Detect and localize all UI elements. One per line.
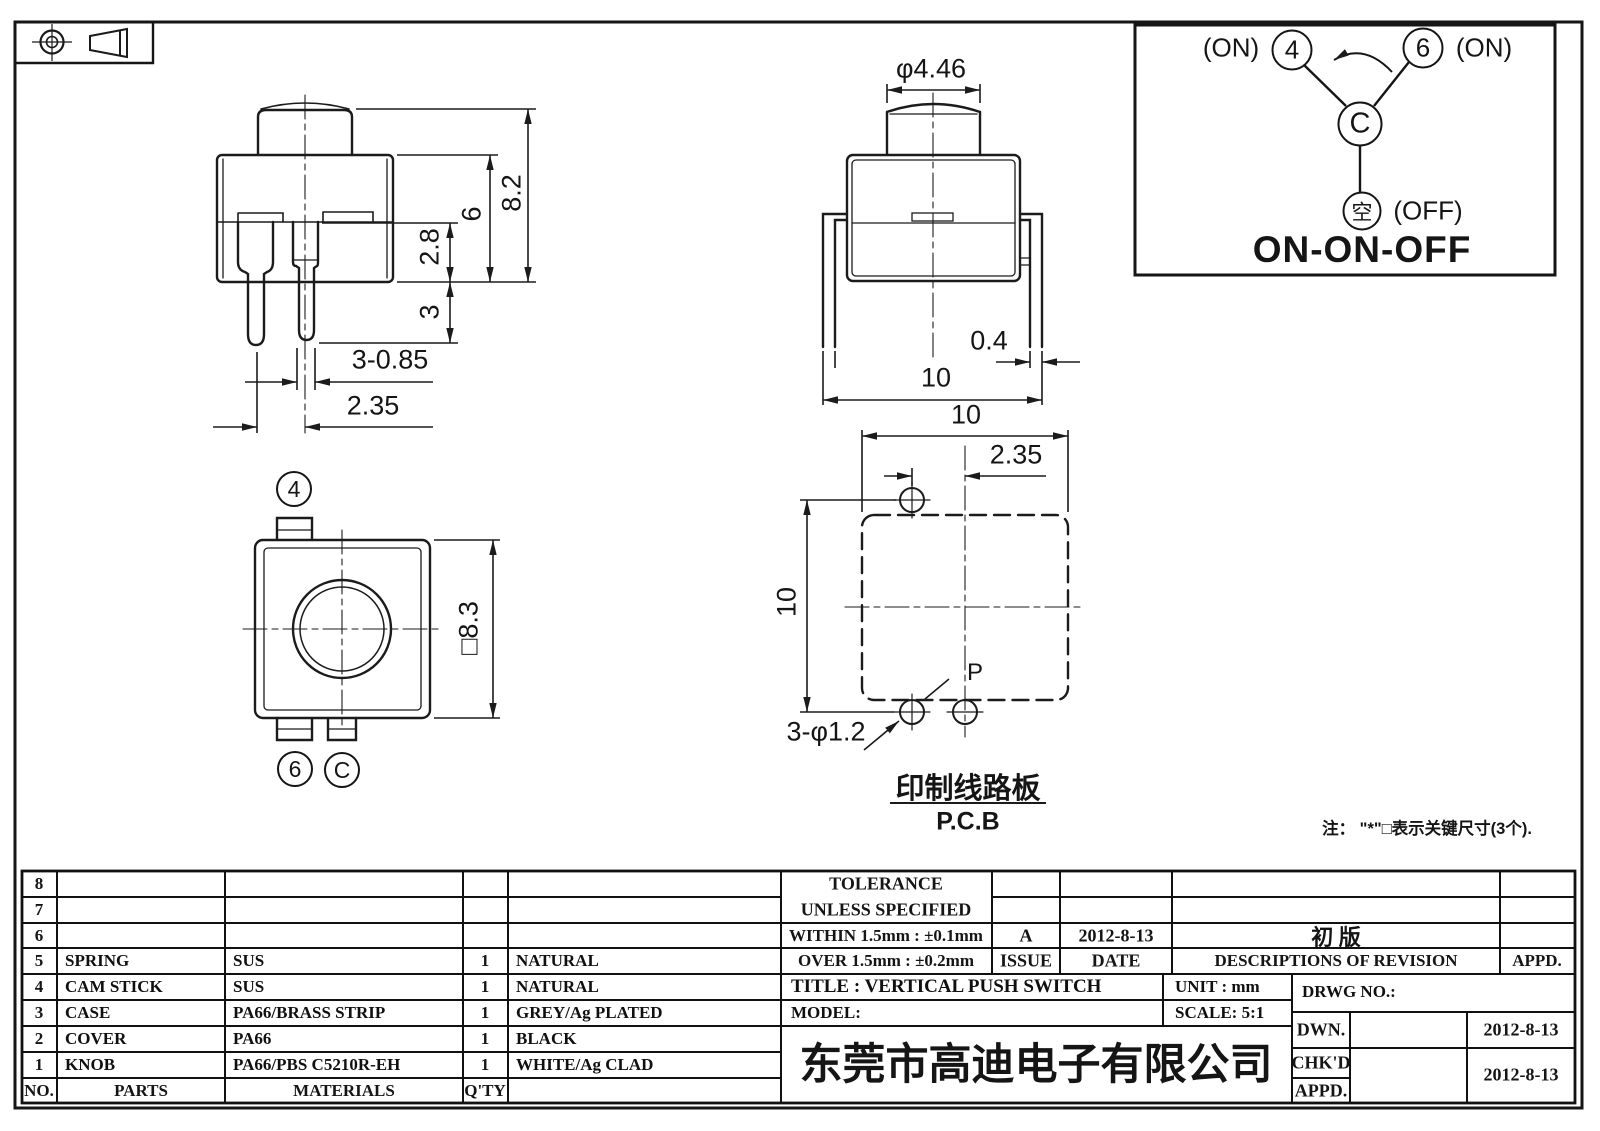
- revision-label: DESCRIPTIONS OF REVISION: [1214, 951, 1458, 970]
- side-view-dimensions: [822, 84, 1080, 405]
- parts-row-no: 7: [34, 900, 44, 919]
- parts-header-no: NO.: [24, 1081, 54, 1100]
- terminal-4-badge: 4: [276, 471, 312, 507]
- table-grid: [20, 869, 1577, 1105]
- parts-row-finish: WHITE/Ag CLAD: [516, 1055, 654, 1074]
- drwg-no-label: DRWG NO.:: [1302, 982, 1396, 1001]
- parts-row-name: CAM STICK: [65, 977, 163, 996]
- parts-row-no: 1: [34, 1055, 44, 1074]
- circuit-off-badge: 空: [1342, 191, 1382, 231]
- chkd-label: CHK'D: [1291, 1052, 1351, 1073]
- dim-pin-pitch: 2.35: [346, 390, 400, 421]
- dwn-date: 2012-8-13: [1483, 1019, 1559, 1040]
- dim-body-square: □8.3: [453, 601, 484, 655]
- pcb-view-dimensions: [800, 430, 1069, 804]
- parts-row-material: SUS: [233, 977, 265, 996]
- dim-body-height: 6: [456, 206, 487, 222]
- top-view-dimensions: [434, 539, 500, 719]
- dim-pin-length: 3: [414, 304, 445, 320]
- circuit-left-state: (ON): [1202, 32, 1260, 63]
- tolerance-over: OVER 1.5mm : ±0.2mm: [797, 951, 975, 970]
- dim-leg-thickness: 0.4: [970, 325, 1008, 356]
- front-view-linework: [215, 94, 395, 434]
- issue-label: ISSUE: [999, 950, 1053, 971]
- dim-side-width: 10: [920, 362, 952, 393]
- parts-row-finish: NATURAL: [516, 951, 599, 970]
- parts-row-material: PA66/PBS C5210R-EH: [233, 1055, 401, 1074]
- tolerance-subtitle: UNLESS SPECIFIED: [800, 899, 972, 920]
- pcb-p-label: P: [966, 659, 984, 686]
- dim-pcb-height: 10: [771, 586, 802, 618]
- parts-row-qty: 1: [480, 977, 490, 996]
- parts-row-no: 3: [34, 1003, 44, 1022]
- parts-row-no: 2: [34, 1029, 44, 1048]
- pcb-view-linework: [844, 445, 1083, 738]
- parts-row-qty: 1: [480, 1055, 490, 1074]
- dim-total-height: 8.2: [496, 174, 527, 212]
- dim-pcb-width: 10: [950, 399, 982, 430]
- circuit-caption: ON-ON-OFF: [1252, 229, 1472, 270]
- key-dimension-note: 注： "*"□表示关键尺寸(3个).: [1322, 820, 1532, 838]
- parts-row-no: 6: [34, 926, 44, 945]
- parts-row-name: SPRING: [65, 951, 130, 970]
- parts-row-qty: 1: [480, 1029, 490, 1048]
- parts-row-finish: NATURAL: [516, 977, 599, 996]
- revision-appd-label: APPD.: [1512, 951, 1562, 970]
- parts-row-qty: 1: [480, 951, 490, 970]
- circuit-right-state: (ON): [1455, 32, 1513, 63]
- projection-symbol-icon: [32, 24, 128, 61]
- circuit-common-badge: C: [1337, 101, 1383, 147]
- front-view-dimensions: [213, 108, 536, 433]
- issue-value: A: [1019, 925, 1033, 946]
- parts-row-material: PA66: [233, 1029, 272, 1048]
- parts-header-qty: Q'TY: [464, 1081, 506, 1100]
- sheet-frame: [13, 20, 1584, 1110]
- circuit-terminal-4-badge: 4: [1271, 29, 1313, 71]
- appd-label: APPD.: [1294, 1080, 1348, 1101]
- side-view-linework: [821, 92, 1044, 361]
- pcb-caption-en: P.C.B: [936, 807, 1000, 836]
- parts-row-finish: GREY/Ag PLATED: [516, 1003, 663, 1022]
- revision-description: 初 版: [1311, 925, 1361, 950]
- parts-row-material: SUS: [233, 951, 265, 970]
- parts-row-name: KNOB: [65, 1055, 116, 1074]
- parts-row-finish: BLACK: [516, 1029, 577, 1048]
- model-label: MODEL:: [791, 1003, 861, 1022]
- terminal-6-badge: 6: [277, 751, 313, 787]
- circuit-diagram-linework: [1133, 23, 1557, 277]
- dim-button-dia: φ4.46: [895, 53, 967, 84]
- parts-header-materials: MATERIALS: [293, 1081, 395, 1100]
- date-label: DATE: [1091, 950, 1141, 971]
- circuit-off-state: (OFF): [1393, 195, 1463, 226]
- parts-row-qty: 1: [480, 1003, 490, 1022]
- parts-row-no: 5: [34, 951, 44, 970]
- top-view-linework: [242, 516, 443, 742]
- parts-row-no: 8: [34, 874, 44, 893]
- pcb-caption-cn: 印制线路板: [895, 773, 1041, 805]
- dim-terminal-drop: 2.8: [414, 228, 445, 266]
- parts-row-name: COVER: [65, 1029, 127, 1048]
- parts-row-no: 4: [34, 977, 44, 996]
- dim-pcb-holes: 3-φ1.2: [786, 716, 866, 747]
- parts-header-parts: PARTS: [114, 1081, 168, 1100]
- dim-pin-width: 3-0.85: [351, 344, 429, 375]
- company-name: 东莞市高迪电子有限公司: [799, 1041, 1273, 1089]
- terminal-c-badge: C: [324, 752, 360, 788]
- drawing-title: TITLE : VERTICAL PUSH SWITCH: [791, 976, 1102, 997]
- scale-label: SCALE: 5:1: [1175, 1003, 1265, 1022]
- tolerance-title: TOLERANCE: [829, 873, 943, 894]
- chkd-date: 2012-8-13: [1483, 1064, 1559, 1085]
- dwn-label: DWN.: [1296, 1019, 1346, 1040]
- unit-label: UNIT : mm: [1175, 977, 1260, 996]
- issue-date-value: 2012-8-13: [1078, 925, 1154, 946]
- parts-row-material: PA66/BRASS STRIP: [233, 1003, 386, 1022]
- tolerance-within: WITHIN 1.5mm : ±0.1mm: [789, 926, 983, 945]
- dim-pcb-hole-offset: 2.35: [989, 439, 1043, 470]
- parts-row-name: CASE: [65, 1003, 111, 1022]
- circuit-terminal-6-badge: 6: [1402, 27, 1444, 69]
